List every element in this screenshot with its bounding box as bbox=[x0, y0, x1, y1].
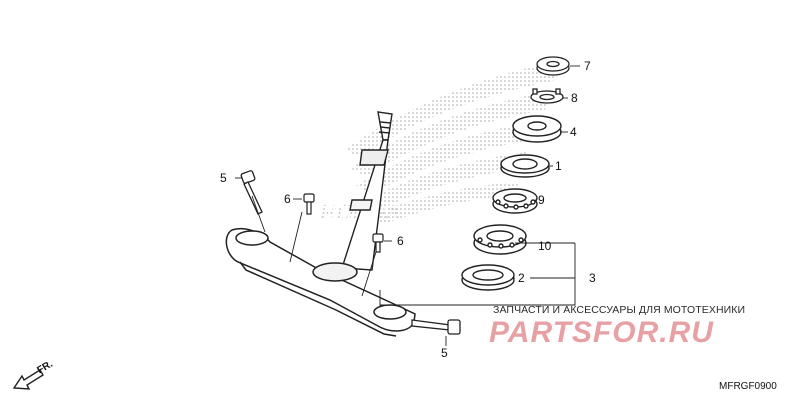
callout-5-top: 5 bbox=[220, 171, 227, 185]
bottom-bridge bbox=[225, 228, 416, 337]
watermark-brand-logo: PARTSFOR.RU bbox=[489, 316, 714, 349]
dust-seal bbox=[512, 115, 562, 143]
small-bolt-upper bbox=[303, 193, 315, 215]
bolt-bottom-right bbox=[411, 319, 461, 335]
steering-stem bbox=[341, 111, 393, 271]
callout-4: 4 bbox=[570, 125, 577, 139]
leader-lines bbox=[235, 65, 580, 346]
lock-washer bbox=[530, 88, 564, 104]
upper-race bbox=[500, 154, 550, 178]
honda-wing-logo: HONDA bbox=[318, 60, 560, 225]
upper-bearing bbox=[492, 188, 538, 214]
diagram-code: MFRGF0900 bbox=[719, 381, 777, 392]
front-direction-arrow bbox=[12, 369, 44, 390]
callout-10: 10 bbox=[538, 239, 552, 253]
callout-7: 7 bbox=[584, 59, 591, 73]
small-bolt-lower bbox=[372, 233, 384, 253]
callout-2: 2 bbox=[518, 271, 525, 285]
callout-3: 3 bbox=[589, 271, 596, 285]
callout-6-lower: 6 bbox=[397, 234, 404, 248]
stem-nut bbox=[536, 56, 570, 76]
callout-6-upper: 6 bbox=[284, 192, 291, 206]
bolt-top-left bbox=[240, 170, 263, 215]
callout-9: 9 bbox=[538, 193, 545, 207]
watermark-tagline: ЗАПЧАСТИ И АКСЕССУАРЫ ДЛЯ МОТОТЕХНИКИ bbox=[493, 304, 746, 316]
lower-bearing bbox=[473, 224, 527, 255]
lower-race bbox=[461, 264, 515, 291]
callout-5-bottom: 5 bbox=[441, 346, 448, 360]
callout-8: 8 bbox=[571, 91, 578, 105]
callout-1: 1 bbox=[555, 159, 562, 173]
